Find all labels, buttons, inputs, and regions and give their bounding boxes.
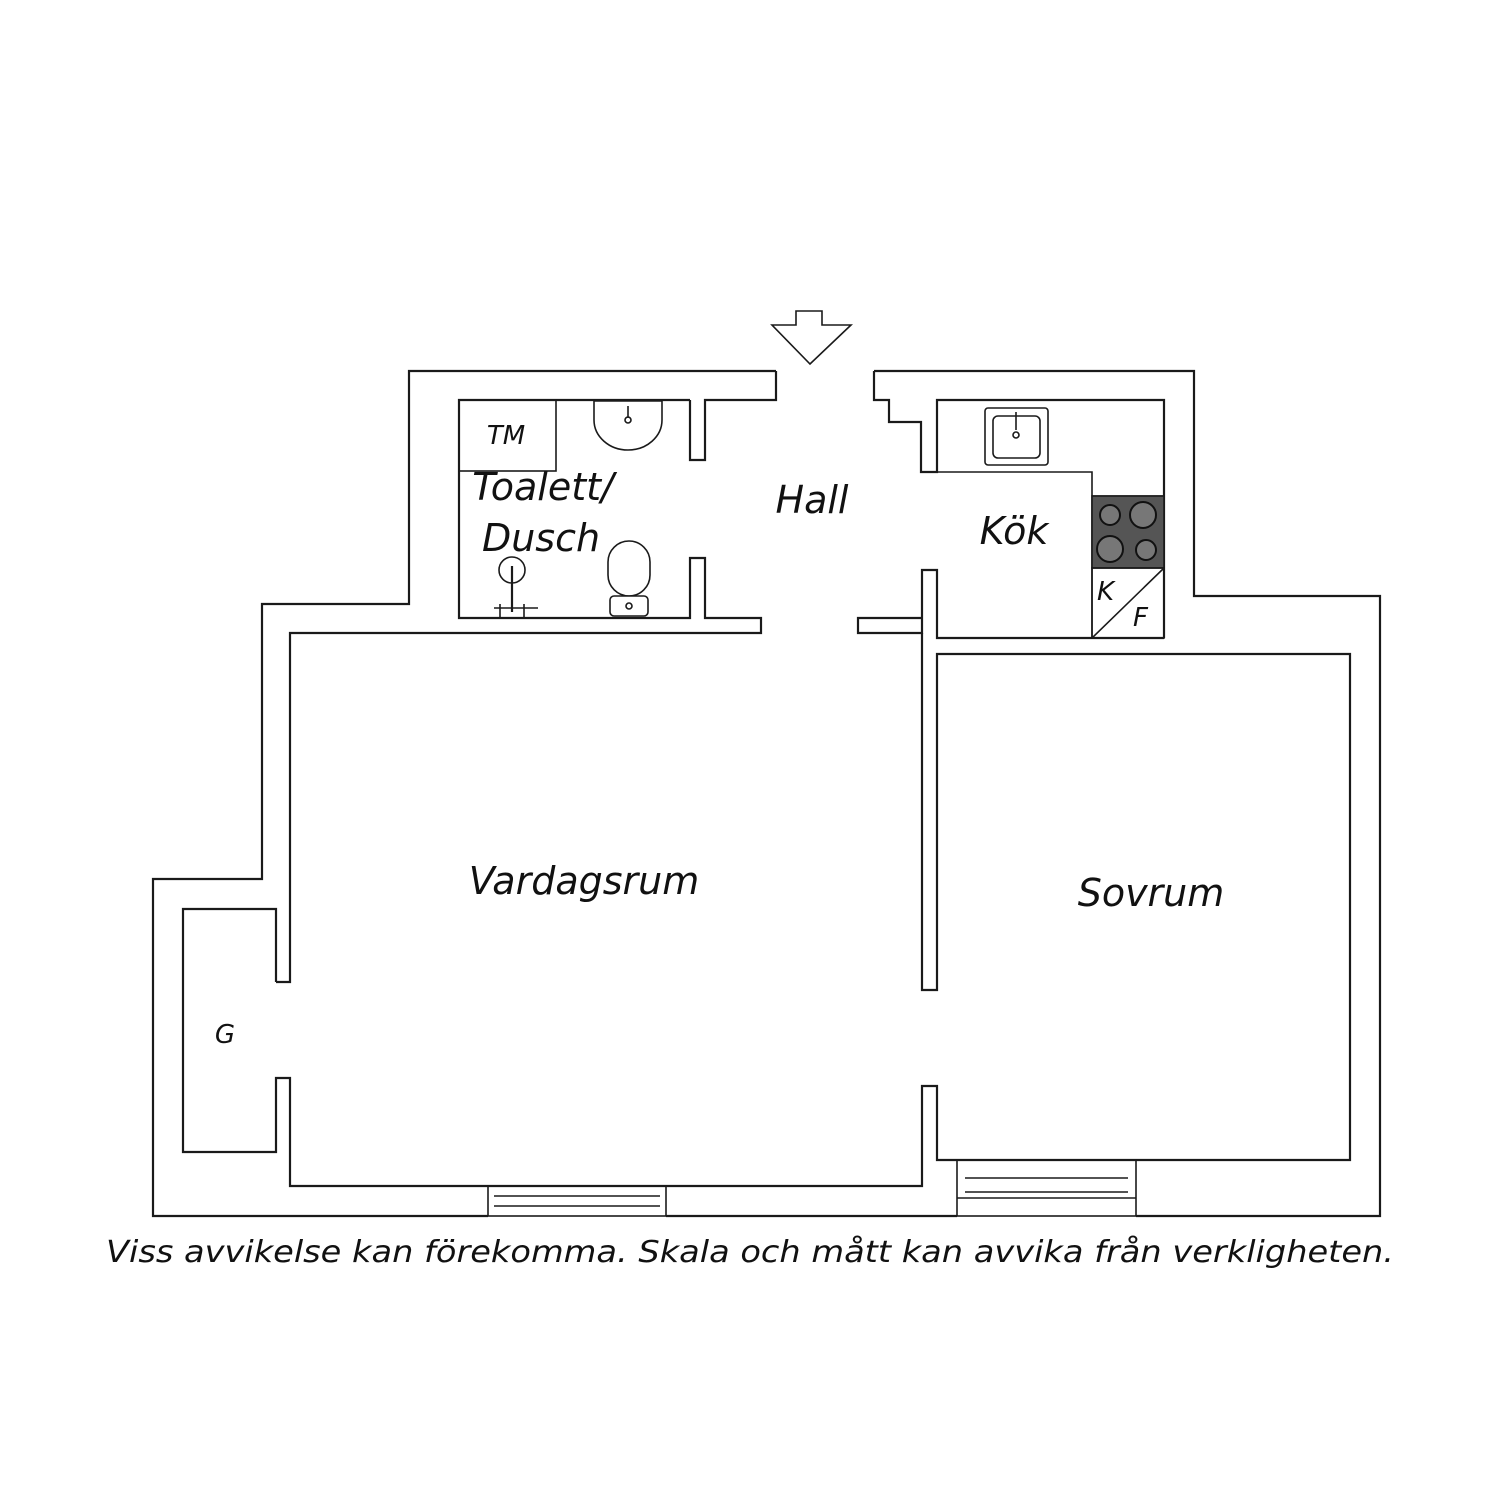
living-room-label: Vardagsrum bbox=[469, 859, 700, 903]
wardrobe-label: G bbox=[215, 1020, 235, 1050]
toilet-label-line1: Toalett/ bbox=[472, 465, 618, 509]
wardrobe-wall bbox=[181, 633, 1352, 1188]
kitchen-counter bbox=[937, 471, 1093, 638]
fridge-freezer-icon bbox=[1091, 567, 1165, 639]
disclaimer-text: Viss avvikelse kan förekomma. Skala och … bbox=[106, 1235, 1394, 1270]
outer-wall-left bbox=[151, 369, 776, 1218]
freezer-label: F bbox=[1133, 603, 1149, 633]
toilet-icon bbox=[607, 540, 651, 617]
left-entrance-wall bbox=[688, 371, 778, 462]
kitchen-sink-icon bbox=[984, 407, 1049, 466]
washer-label: TM bbox=[487, 421, 525, 451]
sink-icon bbox=[593, 400, 663, 451]
bedroom-label: Sovrum bbox=[1078, 871, 1225, 915]
outer-wall-right bbox=[874, 369, 1382, 1218]
bedroom-window bbox=[956, 1159, 1137, 1217]
living-room-window bbox=[487, 1185, 667, 1217]
washer-box bbox=[458, 399, 557, 472]
toilet-label-line2: Dusch bbox=[482, 516, 600, 560]
entrance-arrow-icon bbox=[770, 310, 854, 366]
fridge-label: K bbox=[1097, 577, 1116, 607]
bathroom-wall bbox=[276, 398, 763, 984]
right-entrance-steps bbox=[872, 371, 1166, 638]
stove-icon bbox=[1091, 495, 1165, 569]
shower-icon bbox=[494, 556, 538, 617]
kitchen-wall bbox=[856, 568, 1164, 640]
hall-label: Hall bbox=[776, 478, 849, 522]
kitchen-label: Kök bbox=[980, 509, 1051, 553]
